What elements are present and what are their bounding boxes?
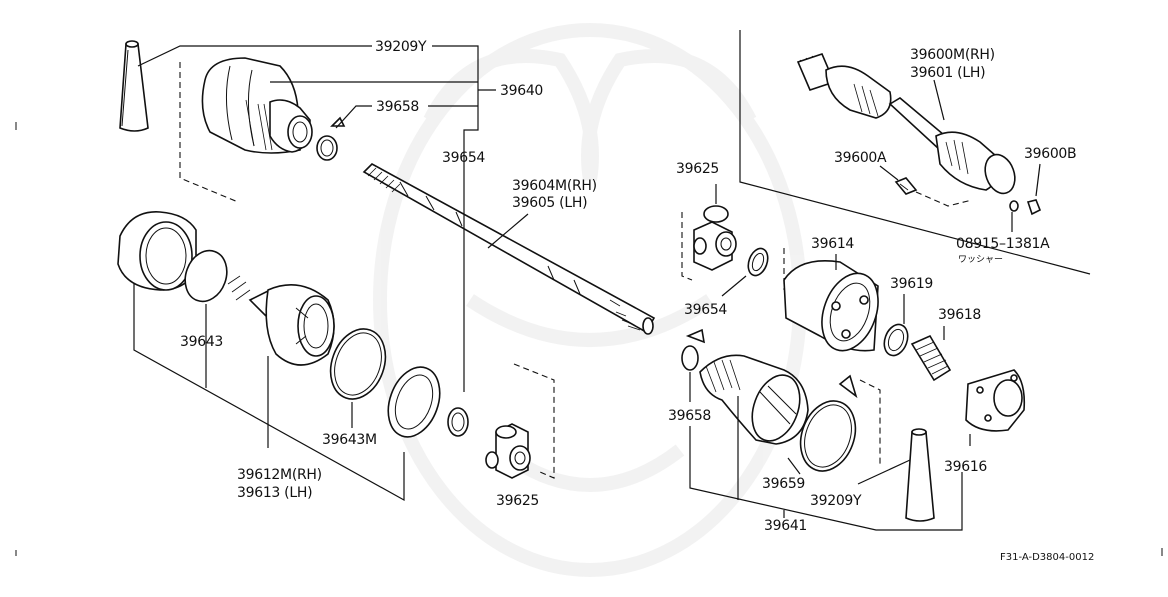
outer-boot (699, 354, 809, 445)
label-39619: 39619 (890, 276, 933, 292)
guide-dashed-spider-bottom (513, 363, 555, 479)
outer-boot-band-small (681, 328, 706, 371)
label-39641: 39641 (764, 518, 807, 534)
drive-shaft (362, 163, 656, 335)
label-39658-left: 39658 (376, 99, 419, 115)
label-39625-bottom: 39625 (496, 493, 539, 509)
label-39643m: 39643M (322, 432, 377, 448)
circlip-right (747, 247, 769, 277)
leader-600b (1035, 163, 1041, 197)
spring-39618 (910, 334, 952, 382)
label-39209y-bottom: 39209Y (810, 493, 862, 509)
label-39659: 39659 (762, 476, 805, 492)
outer-joint-housing (783, 260, 879, 352)
label-39601-lh: 39601 (LH) (910, 65, 985, 81)
spider-tripod-bottom (485, 423, 531, 479)
label-39614: 39614 (811, 236, 854, 252)
o-ring-small (184, 249, 228, 303)
leader-assy (933, 79, 945, 121)
inner-boot (201, 57, 313, 154)
label-39604m-rh: 39604M(RH) (512, 178, 597, 194)
label-39616: 39616 (944, 459, 987, 475)
label-39612m-rh: 39612M(RH) (237, 467, 322, 483)
label-39658-right: 39658 (668, 408, 711, 424)
guide-dashed-bolt (915, 191, 973, 207)
label-39605-lh: 39605 (LH) (512, 195, 587, 211)
outer-boot-band-large (799, 374, 858, 472)
leader-600a (879, 165, 899, 181)
guide-dashed-spider-top (681, 212, 693, 281)
shaft-assembly (796, 53, 1016, 195)
label-39600b: 39600B (1024, 146, 1076, 162)
label-39625-top: 39625 (676, 161, 719, 177)
label-39600a: 39600A (834, 150, 887, 166)
label-39643: 39643 (180, 334, 223, 350)
label-39654-right: 39654 (684, 302, 727, 318)
label-39613-lh: 39613 (LH) (237, 485, 312, 501)
leader-lines-middle (689, 372, 963, 531)
label-39640: 39640 (500, 83, 543, 99)
seal-ring-left (387, 366, 441, 438)
circlip-washer-left (447, 407, 469, 437)
o-ring-large (329, 328, 387, 400)
bolt-39600A (894, 177, 918, 195)
boot-band-cone-top (119, 40, 149, 132)
joint-outer-ring (117, 211, 197, 291)
label-08915-1381a: 08915–1381A (956, 236, 1050, 252)
leader-654-right (721, 275, 747, 297)
ring-39619 (883, 323, 909, 357)
label-39600m-rh: 39600M(RH) (910, 47, 995, 63)
flange-39616 (965, 369, 1026, 432)
label-39209y-top: 39209Y (375, 39, 427, 55)
figure-code: F31-A-D3804-0012 (1000, 552, 1094, 563)
washer-08915 (1009, 200, 1019, 212)
boot-band-cone-bottom (905, 428, 935, 522)
nut-39600B (1026, 199, 1042, 216)
label-39618: 39618 (938, 307, 981, 323)
guide-dashed-outer-band (859, 379, 881, 464)
label-39654-left: 39654 (442, 150, 485, 166)
guide-dashed-left-top (179, 62, 239, 203)
shaft-assembly-frame (739, 30, 1091, 275)
spider-tripod-top (693, 205, 737, 271)
label-washer-jp: ワッシャー (958, 255, 1003, 265)
leader-lines-left (133, 45, 529, 502)
inner-joint-housing (227, 275, 335, 366)
